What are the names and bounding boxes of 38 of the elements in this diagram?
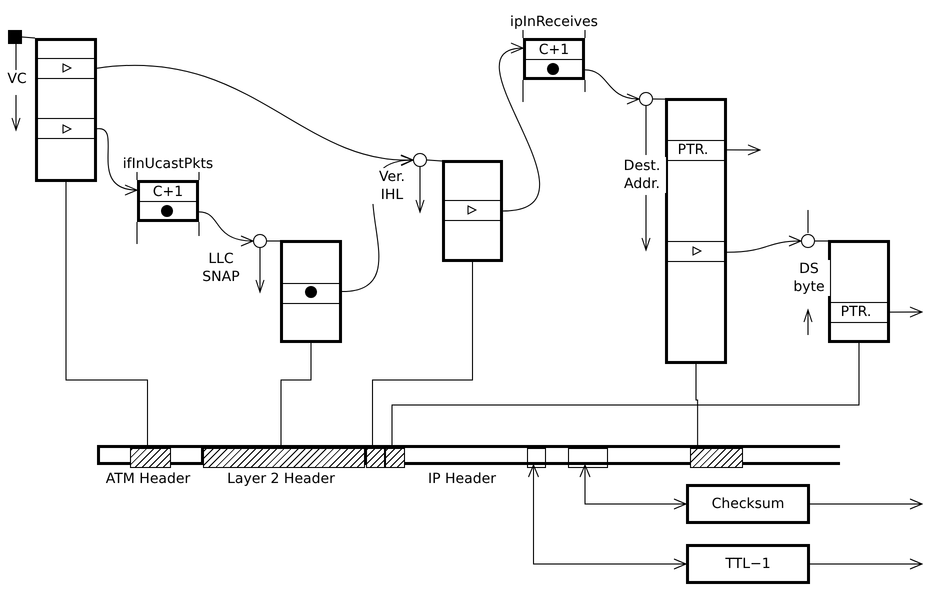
- process-box: Checksum: [686, 484, 810, 524]
- hatched-field: [385, 448, 405, 468]
- junction-circle: [413, 153, 427, 167]
- arrow: [810, 498, 922, 510]
- arrow: [890, 306, 922, 318]
- table-box: [442, 160, 503, 262]
- counter-label: ifInUcastPkts: [122, 155, 214, 173]
- hatched-field: [130, 448, 171, 468]
- arrow: [198, 211, 254, 246]
- table-box: [280, 240, 342, 343]
- header-field: [568, 448, 608, 468]
- table-box: [35, 38, 97, 182]
- hatched-field: [366, 448, 385, 468]
- header-field: [527, 448, 546, 468]
- junction-circle: [253, 234, 267, 248]
- packet-bar: [97, 445, 840, 465]
- arrow: [580, 464, 686, 510]
- field-label: Layer 2 Header: [226, 470, 336, 488]
- hatched-field: [203, 448, 365, 468]
- arrow: [584, 69, 640, 104]
- counter-increment: C+1: [538, 41, 570, 59]
- junction-circle: [801, 234, 815, 248]
- pointer-field: PTR.: [828, 302, 884, 322]
- table-box: [665, 98, 727, 364]
- arrow: [96, 128, 138, 194]
- arrow: [810, 558, 922, 570]
- arrow: [726, 144, 760, 156]
- start-square: [8, 30, 22, 44]
- arrow: [726, 236, 802, 253]
- counter-increment: C+1: [152, 183, 184, 201]
- arrow: [528, 464, 686, 570]
- process-box: TTL−1: [686, 544, 810, 584]
- counter-label: ipInReceives: [510, 13, 598, 31]
- arrow: [96, 64, 414, 165]
- arrow: [499, 45, 540, 212]
- junction-circle: [639, 92, 653, 106]
- hatched-field: [690, 448, 743, 468]
- pointer-field: PTR.: [665, 140, 721, 160]
